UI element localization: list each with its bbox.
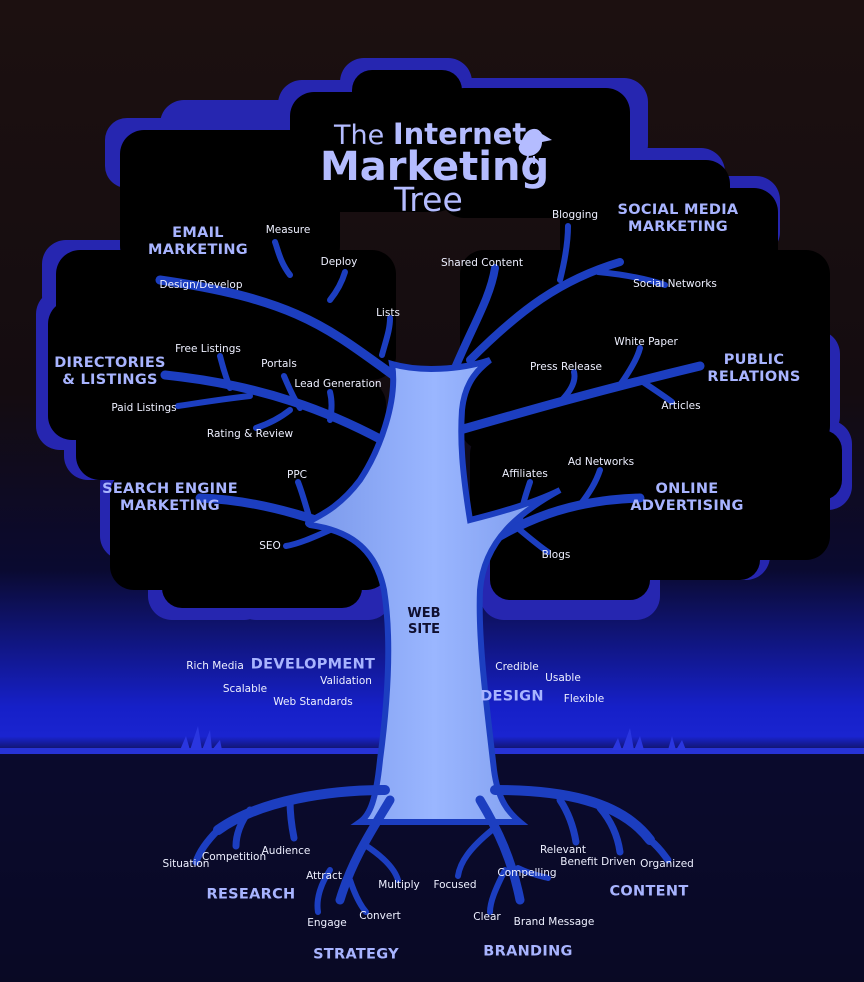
title-line-2: Marketing — [320, 144, 550, 190]
leaf-flexible: Flexible — [563, 693, 605, 705]
leaf-benefit-driven: Benefit Driven — [560, 856, 636, 868]
leaf-credible: Credible — [495, 661, 539, 673]
leaf-audience: Audience — [261, 845, 311, 857]
leaf-validation: Validation — [320, 675, 372, 687]
category-design: DESIGN — [480, 688, 544, 705]
leaf-convert: Convert — [359, 910, 401, 922]
leaf-portals: Portals — [261, 358, 297, 370]
title-line-3: Tree — [394, 180, 463, 219]
leaf-situation: Situation — [162, 858, 210, 870]
category-content: CONTENT — [609, 883, 689, 900]
leaf-competition: Competition — [201, 851, 267, 863]
leaf-usable: Usable — [545, 672, 581, 684]
leaf-compelling: Compelling — [497, 867, 557, 879]
leaf-scalable: Scalable — [222, 683, 268, 695]
leaf-shared-content: Shared Content — [440, 257, 524, 269]
canopy — [48, 70, 842, 608]
leaf-rich-media: Rich Media — [186, 660, 244, 672]
category-research: RESEARCH — [206, 886, 296, 903]
bird-icon — [518, 128, 552, 165]
leaf-white-paper: White Paper — [614, 336, 678, 348]
leaf-relevant: Relevant — [539, 844, 587, 856]
leaf-measure: Measure — [265, 224, 311, 236]
leaf-ppc: PPC — [287, 469, 307, 481]
branches — [155, 223, 705, 560]
leaf-attract: Attract — [306, 870, 342, 882]
category-development: DEVELOPMENT — [250, 656, 376, 673]
trunk-label: WEB SITE — [407, 606, 441, 637]
grass-tuft-icon — [180, 726, 686, 750]
leaf-press-release: Press Release — [530, 361, 602, 373]
leaf-web-standards: Web Standards — [273, 696, 353, 708]
leaf-engage: Engage — [307, 917, 347, 929]
leaf-free-listings: Free Listings — [175, 343, 241, 355]
category-branding: BRANDING — [483, 943, 573, 960]
leaf-organized: Organized — [640, 858, 694, 870]
title-line-1: The Internet — [334, 117, 527, 151]
leaf-blogs: Blogs — [541, 549, 571, 561]
leaf-focused: Focused — [433, 879, 477, 891]
leaf-affiliates: Affiliates — [502, 468, 548, 480]
leaf-clear: Clear — [473, 911, 501, 923]
leaf-paid-listings: Paid Listings — [111, 402, 177, 414]
leaf-social-networks: Social Networks — [633, 278, 717, 290]
leaf-lists: Lists — [376, 307, 400, 319]
leaf-lead-generation: Lead Generation — [294, 378, 382, 390]
leaf-multiply: Multiply — [378, 879, 420, 891]
leaf-design-develop: Design/Develop — [159, 279, 243, 291]
leaf-deploy: Deploy — [320, 256, 358, 268]
leaf-brand-message: Brand Message — [513, 916, 595, 928]
category-directories-listings: DIRECTORIES& LISTINGS — [54, 355, 166, 388]
leaf-articles: Articles — [661, 400, 701, 412]
diagram-title: The Internet Marketing Tree — [320, 117, 560, 219]
trunk — [305, 357, 562, 825]
roots — [192, 785, 672, 915]
category-strategy: STRATEGY — [313, 946, 399, 963]
leaf-blogging: Blogging — [551, 209, 599, 221]
leaf-seo: SEO — [259, 540, 281, 552]
leaf-ad-networks: Ad Networks — [567, 456, 635, 468]
leaf-rating-review: Rating & Review — [206, 428, 294, 440]
